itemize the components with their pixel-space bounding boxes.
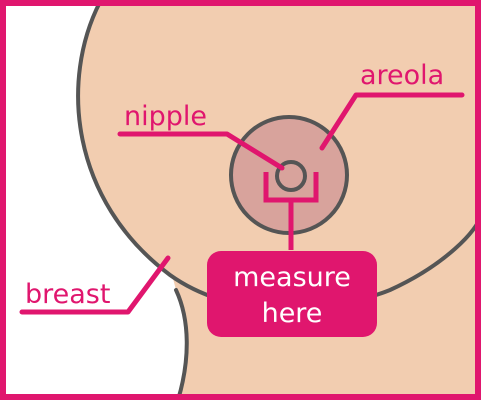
measure-label-line1: measure [233,262,351,293]
breast-label: breast [25,279,110,310]
areola-label: areola [360,60,444,91]
nipple-label: nipple [124,101,207,132]
measure-label-line2: here [262,298,323,329]
